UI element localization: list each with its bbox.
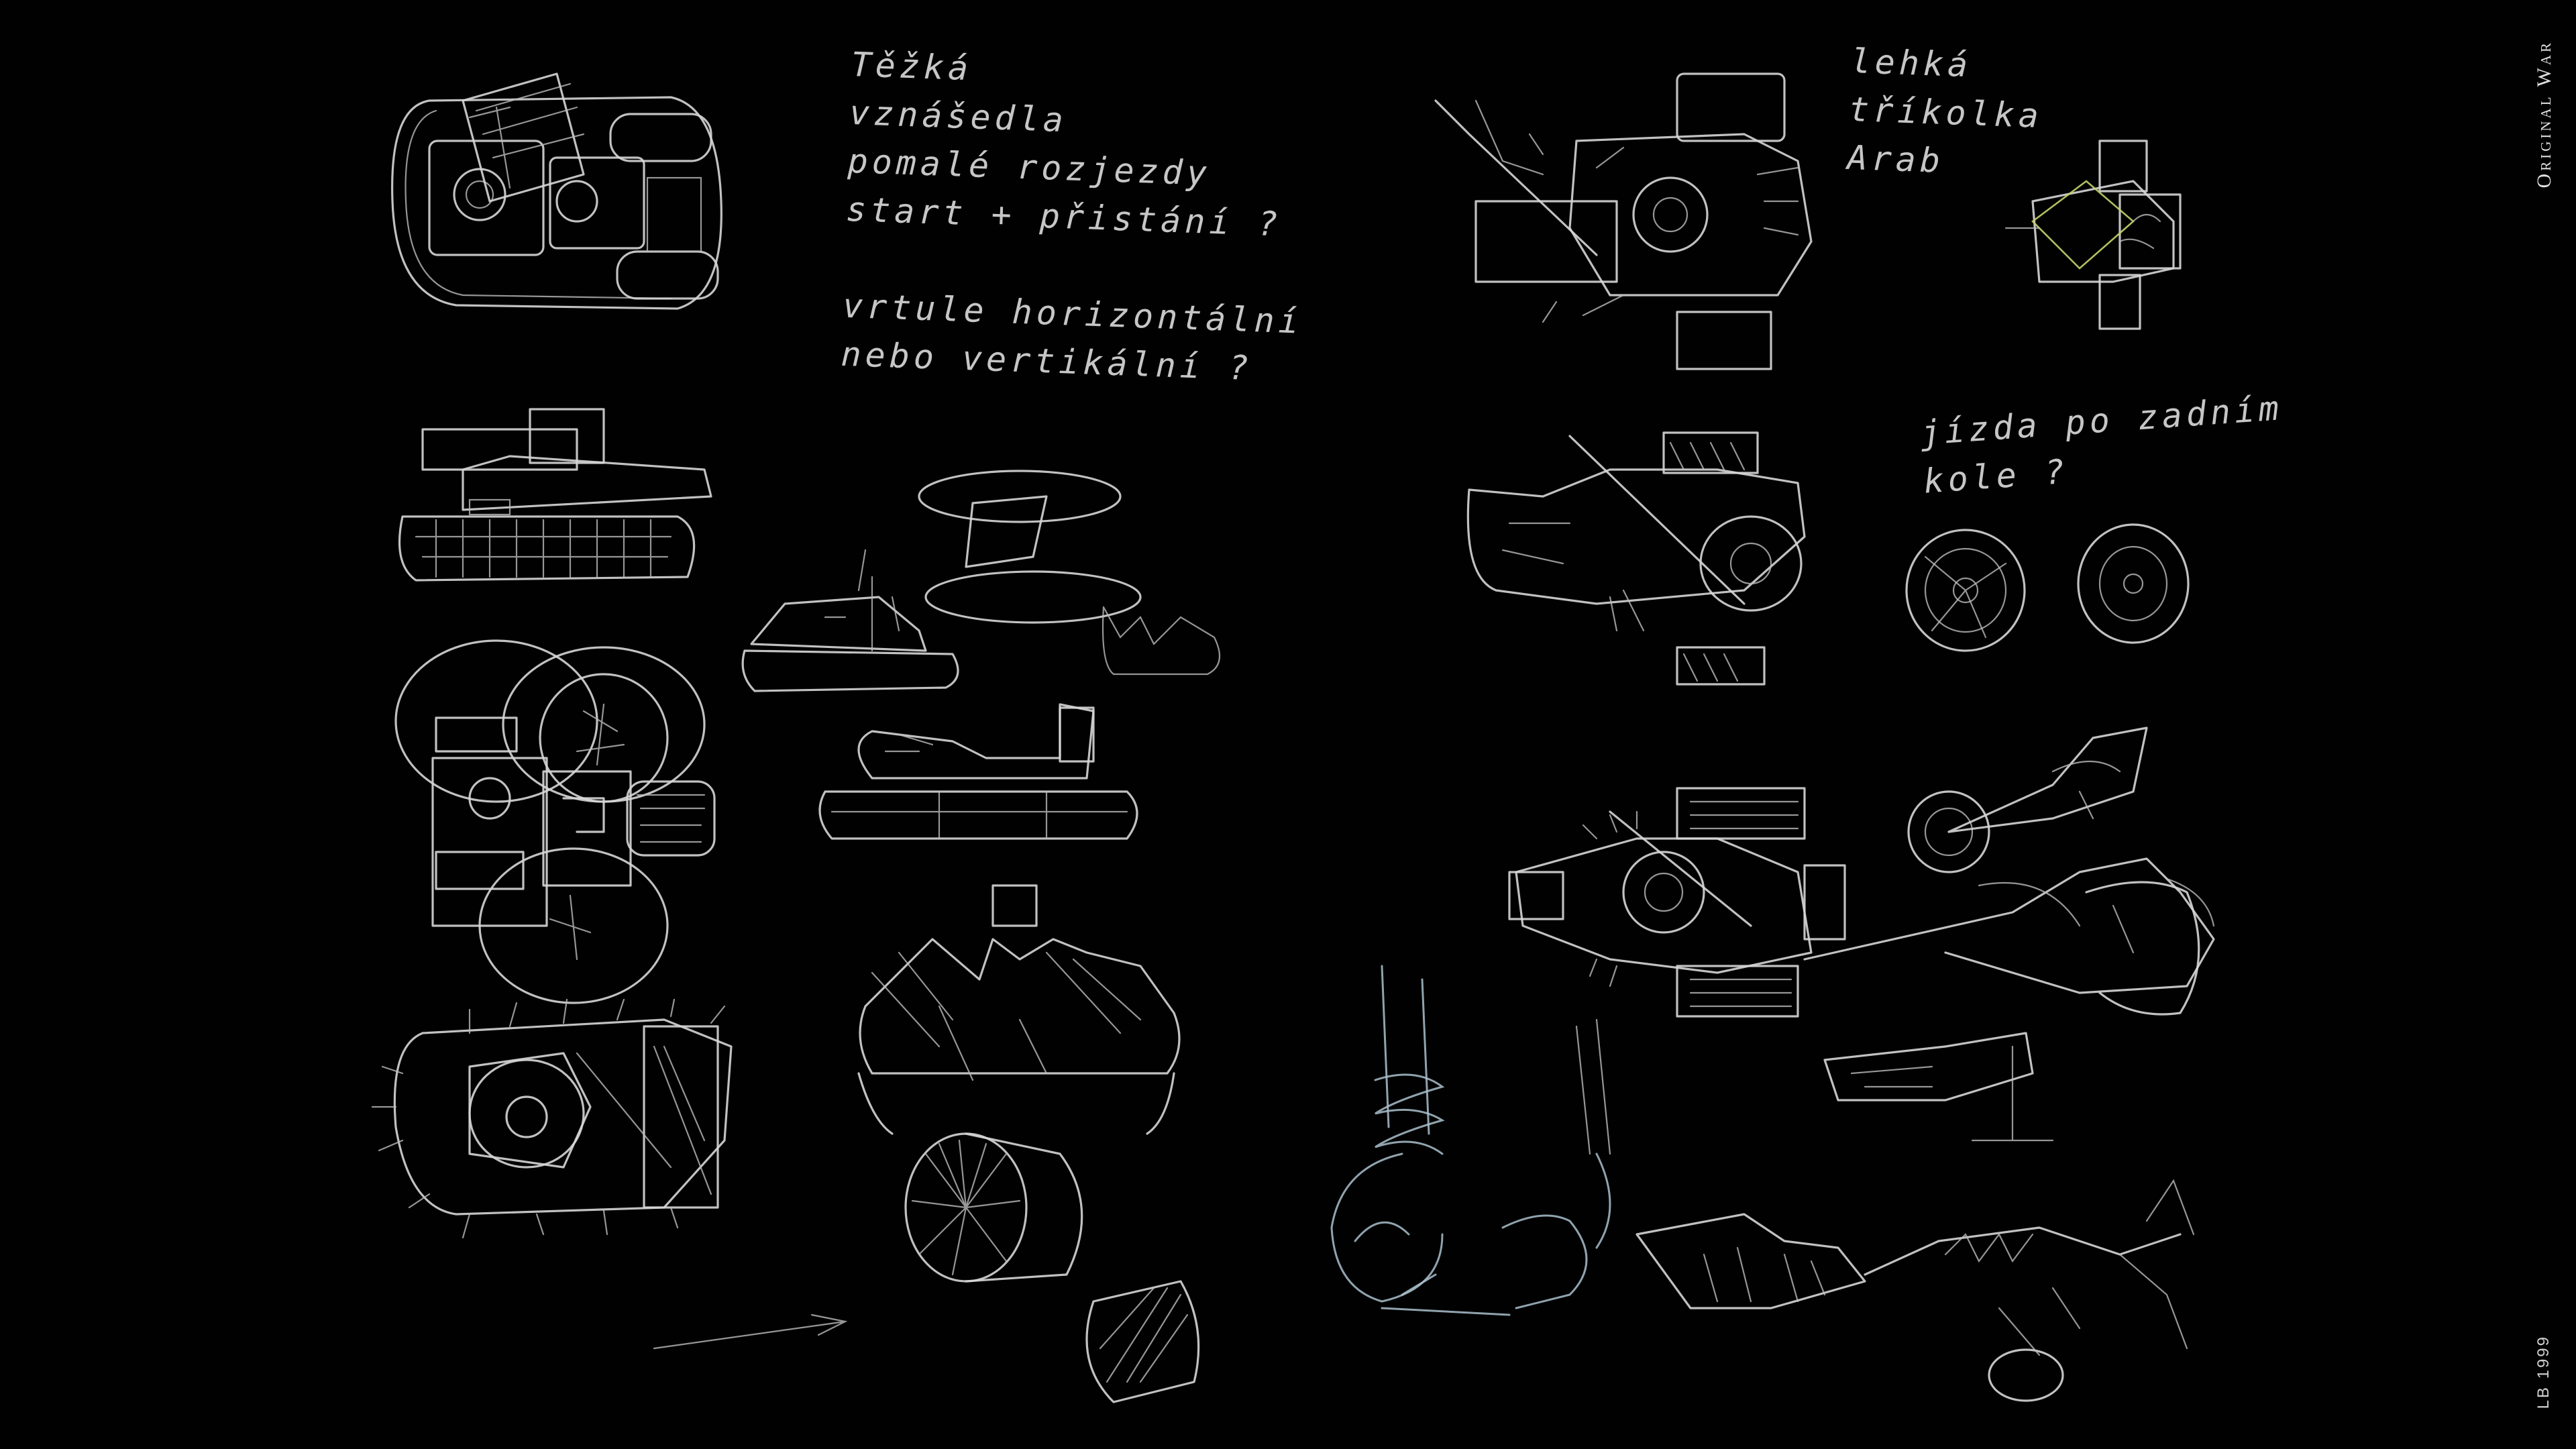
note-heavy-hovercraft: Těžká vznášedla pomalé rozjezdy start + … xyxy=(840,44,1303,388)
hovercraft-propeller-side-view xyxy=(741,470,1221,692)
vehicle-top-view-2 xyxy=(1466,431,1806,686)
note-light-trike: lehká tříkolka Arab xyxy=(1846,41,2043,180)
craft-side-sketches xyxy=(1803,727,2215,1142)
hovercraft-side-view-2 xyxy=(818,703,1138,840)
signature-label: LB 1999 xyxy=(2534,1334,2553,1409)
leg-spring-sketches xyxy=(1330,965,1611,1316)
vehicle-top-view-1 xyxy=(1434,72,1813,370)
turbine-fan-sketches xyxy=(653,1132,1200,1403)
spring-leg-side-sketch xyxy=(1635,1179,2195,1402)
brand-label: Original War xyxy=(2533,40,2555,189)
vehicle-top-view-3 xyxy=(1508,787,1846,1018)
hovercraft-side-view-1 xyxy=(398,408,712,582)
hovercraft-top-view-3 xyxy=(371,998,733,1239)
hovercraft-front-view xyxy=(857,884,1181,1135)
trike-top-view xyxy=(2004,140,2182,330)
hovercraft-top-view-2 xyxy=(394,639,716,1004)
hovercraft-top-view-1 xyxy=(391,72,722,310)
wheel-sketches xyxy=(1905,523,2190,652)
